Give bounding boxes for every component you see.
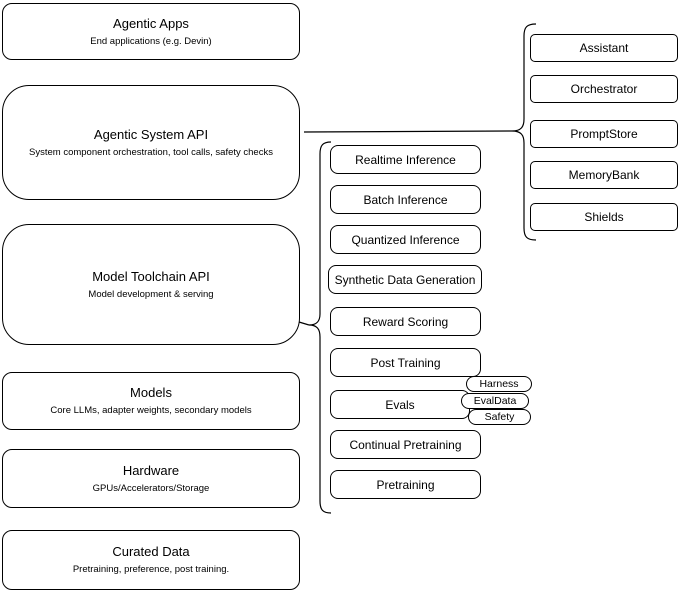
node-title: Agentic System API [93,126,209,142]
node-title: Curated Data [112,544,190,559]
node-curated-data: Curated Data Pretraining, preference, po… [2,530,300,590]
node-title: Hardware [122,462,180,478]
toolchain-brace [308,141,332,514]
node-shields: Shields [530,203,678,231]
node-reward-scoring: Reward Scoring [330,307,481,336]
node-title: Models [130,385,172,400]
node-assistant: Assistant [530,34,678,62]
node-orchestrator: Orchestrator [530,75,678,103]
node-continual-pretraining: Continual Pretraining [330,430,481,459]
connector-toolchain-api-to-toolchain [298,321,310,326]
node-model-toolchain-api: Model Toolchain API Model development & … [2,224,300,345]
connector-system-api-to-components [303,130,513,133]
node-subtitle: End applications (e.g. Devin) [90,35,212,47]
node-subtitle: GPUs/Accelerators/Storage [92,482,210,494]
node-pretraining: Pretraining [330,470,481,499]
node-memorybank: MemoryBank [530,161,678,189]
tag-harness: Harness [466,376,532,392]
node-post-training: Post Training [330,348,481,377]
node-quantized-inference: Quantized Inference [330,225,481,254]
node-models: Models Core LLMs, adapter weights, secon… [2,372,300,430]
tag-safety: Safety [468,409,531,425]
node-subtitle: Pretraining, preference, post training. [72,564,230,575]
node-title: Model Toolchain API [92,268,210,284]
node-promptstore: PromptStore [530,120,678,148]
node-evals: Evals [330,390,470,419]
node-subtitle: Core LLMs, adapter weights, secondary mo… [50,405,252,416]
node-subtitle: Model development & serving [88,288,214,300]
node-title: Agentic Apps [113,15,189,31]
node-batch-inference: Batch Inference [330,185,481,214]
node-agentic-system-api: Agentic System API System component orch… [2,85,300,200]
tag-evaldata: EvalData [461,393,529,409]
node-hardware: Hardware GPUs/Accelerators/Storage [2,449,300,508]
node-realtime-inference: Realtime Inference [330,145,481,174]
node-agentic-apps: Agentic Apps End applications (e.g. Devi… [2,3,300,60]
node-synthetic-data-generation: Synthetic Data Generation [328,265,482,294]
node-subtitle: System component orchestration, tool cal… [29,146,273,158]
